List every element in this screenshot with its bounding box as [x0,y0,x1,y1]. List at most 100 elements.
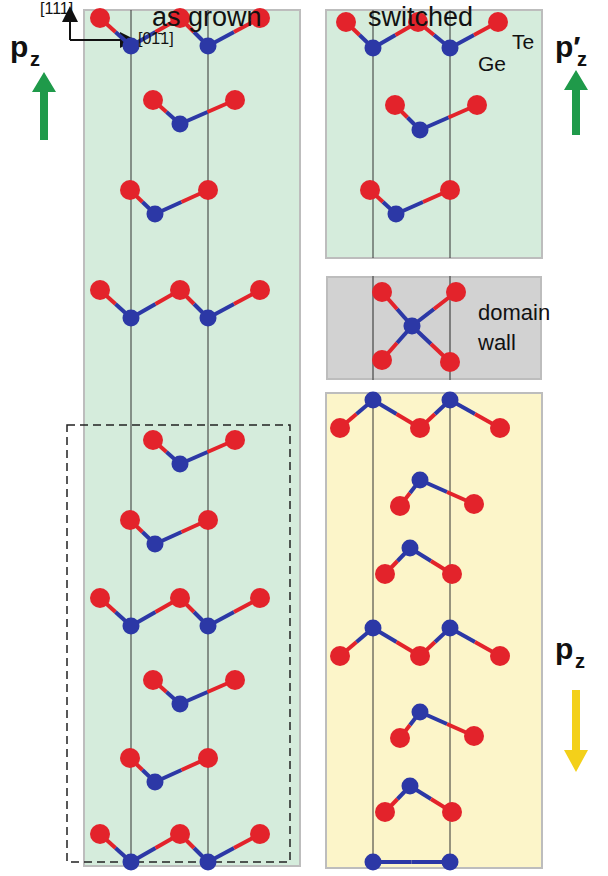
te-atom [90,824,110,844]
ge-atom [442,854,459,871]
te-atom [442,564,462,584]
bond [382,292,397,309]
ge-atom [412,704,429,721]
axis-label: [01̄1] [138,30,174,48]
te-atom [170,280,190,300]
ge-atom [442,620,459,637]
polarization-label: z [577,48,587,71]
polarization-label: p [10,30,28,64]
te-atom [410,418,430,438]
te-atom [143,670,163,690]
ge-atom [172,116,189,133]
te-atom [250,588,270,608]
te-atom [198,180,218,200]
ge-atom [147,536,164,553]
polarization-label: p [555,632,573,666]
axis-label: Te [512,30,534,54]
bond [412,309,434,326]
ge-atom [442,392,459,409]
te-atom [464,726,484,746]
bond [412,326,431,344]
domain-wall-label: domain wall [478,298,568,358]
ge-atom [123,854,140,871]
ge-atom [200,618,217,635]
te-atom [143,90,163,110]
axis-label: [111] [40,0,73,18]
ge-atom [412,122,429,139]
cell-line [131,10,132,866]
te-atom [488,12,508,32]
ge-atom [365,620,382,637]
te-atom [336,12,356,32]
bond [434,292,456,309]
te-atom [170,588,190,608]
panels [67,10,542,868]
polarization-label: z [575,650,585,673]
te-atom [440,180,460,200]
te-atom [375,564,395,584]
te-atom [410,646,430,666]
te-atom [330,418,350,438]
ge-atom [200,854,217,871]
cell-line [373,276,374,380]
ge-atom [172,696,189,713]
bond [397,326,412,343]
te-atom [120,748,140,768]
te-atom [120,180,140,200]
ge-atom [123,618,140,635]
polarization-arrows [32,70,588,772]
ge-atom [365,40,382,57]
te-atom [250,824,270,844]
ge-atom [147,206,164,223]
ge-atom [365,392,382,409]
te-atom [225,430,245,450]
te-atom [330,646,350,666]
te-atom [390,496,410,516]
te-atom [170,824,190,844]
te-atom [490,646,510,666]
te-atom [385,95,405,115]
ge-atom [200,38,217,55]
ge-atom [200,310,217,327]
te-atom [390,728,410,748]
te-atom [90,588,110,608]
ge-atom [388,206,405,223]
ge-atom [404,318,421,335]
cell-line [450,276,451,380]
te-atom [467,95,487,115]
te-atom [442,802,462,822]
ge-atom [365,854,382,871]
axis-label: switched [368,2,473,33]
te-atom [372,350,392,370]
bond [431,344,450,362]
te-atom [372,282,392,302]
cell-line [208,10,209,866]
te-atom [464,494,484,514]
te-atom [225,670,245,690]
ge-atom [402,778,419,795]
te-atom [446,282,466,302]
axis-label: as grown [152,2,262,33]
ge-atom [147,774,164,791]
te-atom [90,8,110,28]
ge-atom [172,456,189,473]
te-atom [440,352,460,372]
domain-wall-band: domain wall [326,276,542,380]
te-atom [198,510,218,530]
te-atom [90,280,110,300]
ge-atom [412,472,429,489]
te-atom [198,748,218,768]
bond [397,309,412,326]
te-atom [490,418,510,438]
ge-atom [123,38,140,55]
bond [382,343,397,360]
te-atom [120,510,140,530]
te-atom [360,180,380,200]
polarization-label: p′ [555,30,581,64]
te-atom [375,802,395,822]
ge-atom [123,310,140,327]
te-atom [143,430,163,450]
ge-atom [442,40,459,57]
